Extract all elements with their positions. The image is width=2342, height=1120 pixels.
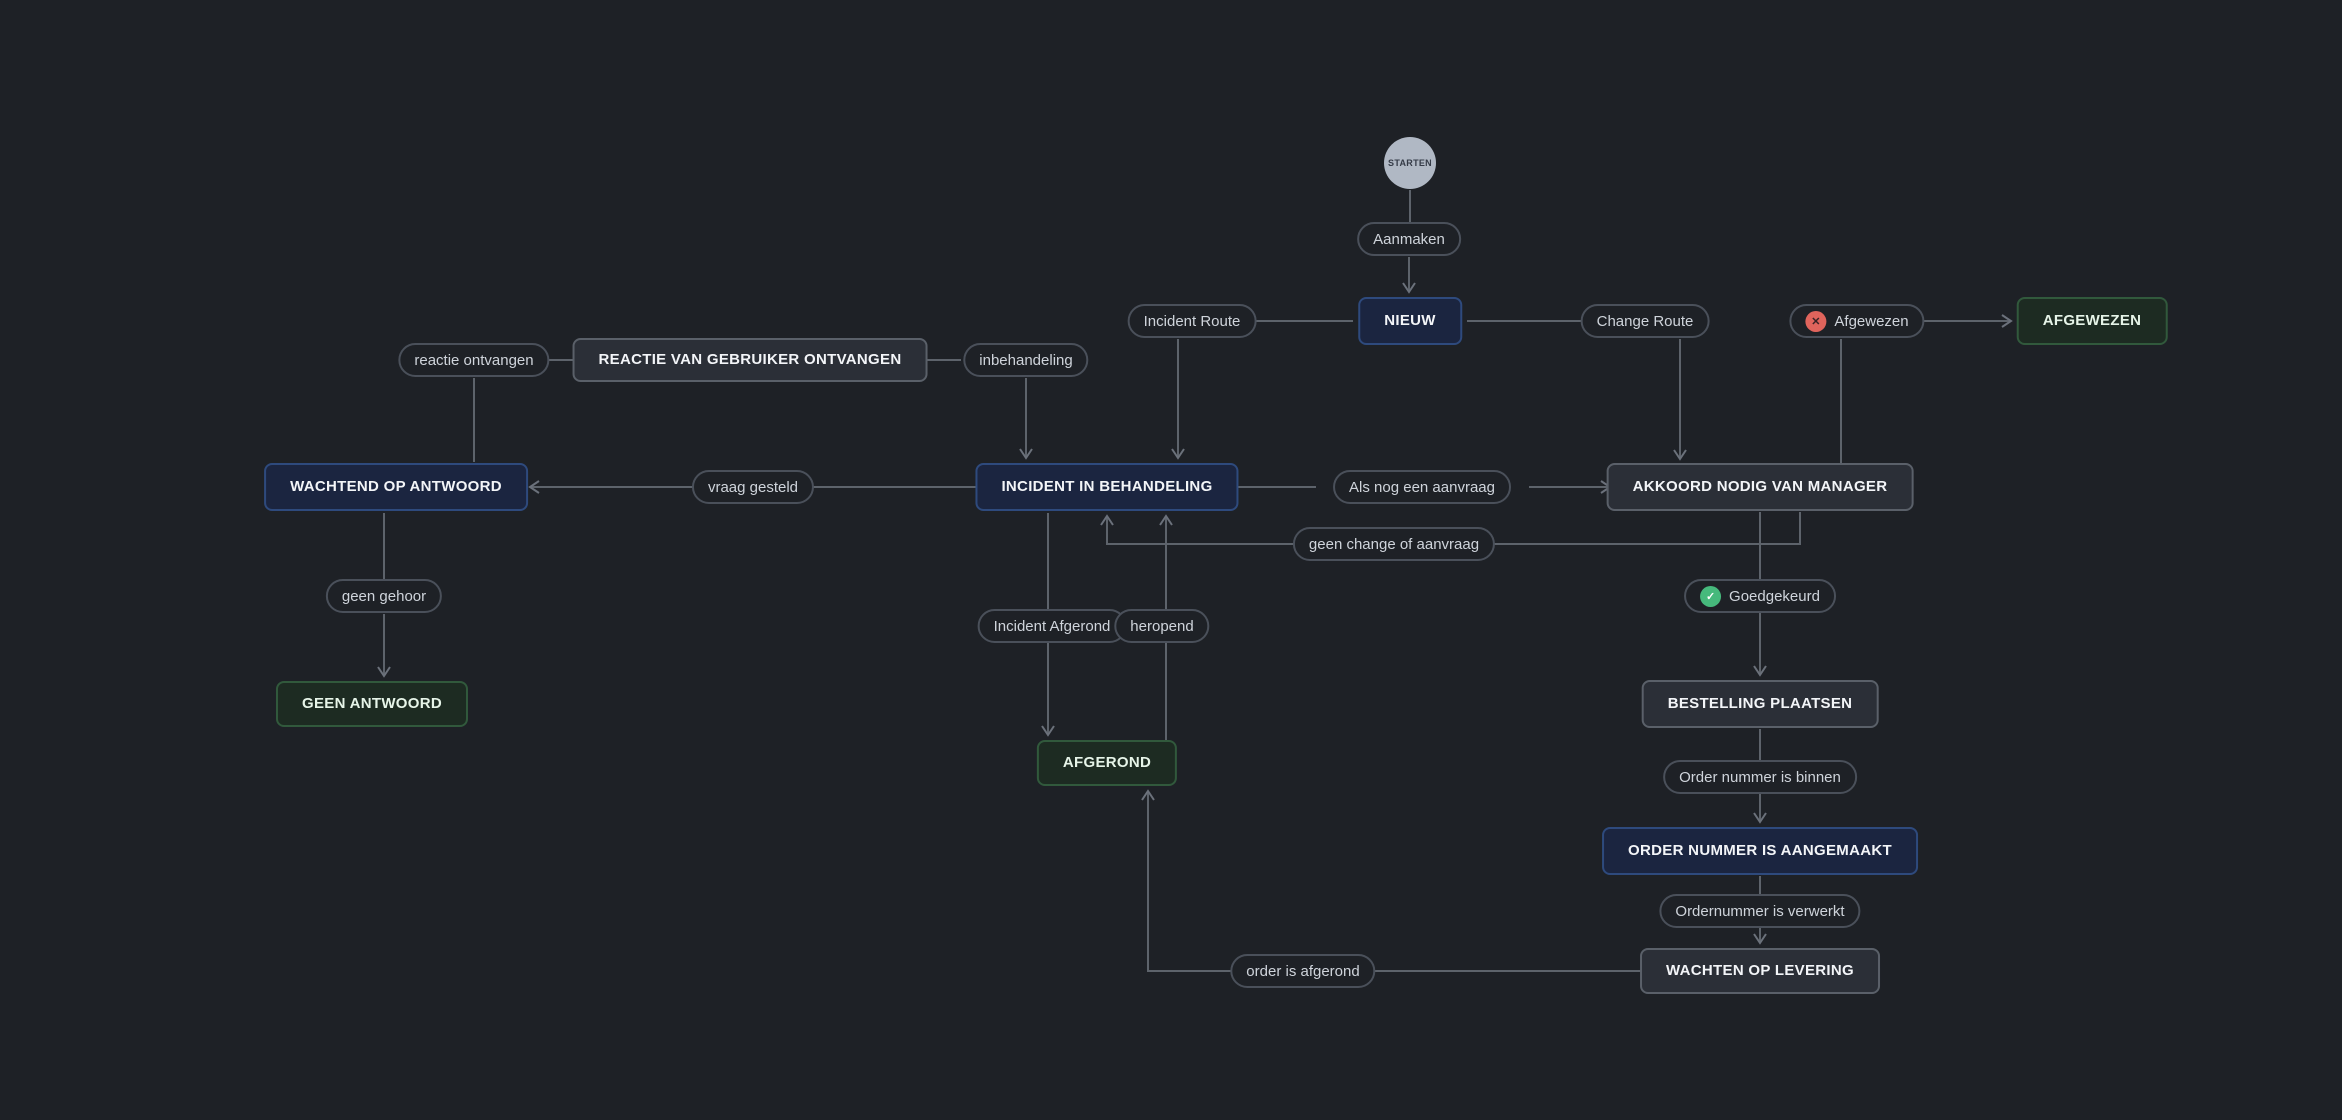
rejected-icon: ✕: [1805, 310, 1827, 332]
state-wachten-op-levering[interactable]: WACHTEN OP LEVERING: [1640, 948, 1880, 994]
transition-label: order is afgerond: [1246, 962, 1360, 980]
transition-inbehandeling[interactable]: inbehandeling: [963, 343, 1089, 377]
start-node[interactable]: STARTEN: [1384, 137, 1436, 189]
transition-change-route[interactable]: Change Route: [1580, 304, 1710, 338]
transition-goedgekeurd[interactable]: ✓ Goedgekeurd: [1684, 579, 1836, 613]
state-afgerond[interactable]: AFGEROND: [1036, 740, 1178, 786]
transition-label: Incident Route: [1143, 312, 1241, 330]
transition-label: Ordernummer is verwerkt: [1675, 902, 1845, 920]
transition-incident-afgerond[interactable]: Incident Afgerond: [977, 609, 1127, 643]
transition-geen-change-of-aanvraag[interactable]: geen change of aanvraag: [1292, 527, 1496, 561]
transition-label: Goedgekeurd: [1729, 587, 1820, 605]
state-bestelling-plaatsen[interactable]: BESTELLING PLAATSEN: [1641, 680, 1879, 728]
transition-aanmaken[interactable]: Aanmaken: [1357, 222, 1461, 256]
transition-label: Change Route: [1596, 312, 1694, 330]
transition-als-nog-een-aanvraag[interactable]: Als nog een aanvraag: [1333, 470, 1511, 504]
transition-label: Order nummer is binnen: [1679, 768, 1841, 786]
state-reactie-van-gebruiker-ontvangen[interactable]: REACTIE VAN GEBRUIKER ONTVANGEN: [572, 338, 928, 382]
state-order-nummer-is-aangemaakt[interactable]: ORDER NUMMER IS AANGEMAAKT: [1602, 827, 1918, 875]
transition-order-is-afgerond[interactable]: order is afgerond: [1230, 954, 1376, 988]
transition-label: Aanmaken: [1373, 230, 1445, 248]
transition-label: geen change of aanvraag: [1308, 535, 1480, 553]
transition-incident-route[interactable]: Incident Route: [1127, 304, 1257, 338]
state-geen-antwoord[interactable]: GEEN ANTWOORD: [275, 681, 469, 727]
transition-label: Als nog een aanvraag: [1349, 478, 1495, 496]
transition-label: vraag gesteld: [707, 478, 799, 496]
transition-ordernummer-is-verwerkt[interactable]: Ordernummer is verwerkt: [1659, 894, 1861, 928]
transition-order-nummer-is-binnen[interactable]: Order nummer is binnen: [1663, 760, 1857, 794]
transition-reactie-ontvangen[interactable]: reactie ontvangen: [398, 343, 550, 377]
transition-geen-gehoor[interactable]: geen gehoor: [325, 579, 443, 613]
state-wachtend-op-antwoord[interactable]: WACHTEND OP ANTWOORD: [264, 463, 528, 511]
transition-label: heropend: [1130, 617, 1194, 635]
state-incident-in-behandeling[interactable]: INCIDENT IN BEHANDELING: [975, 463, 1239, 511]
transition-label: Afgewezen: [1834, 312, 1909, 330]
transition-label: Incident Afgerond: [993, 617, 1111, 635]
state-afgewezen[interactable]: AFGEWEZEN: [2016, 297, 2168, 345]
transition-label: reactie ontvangen: [414, 351, 534, 369]
transition-afgewezen[interactable]: ✕ Afgewezen: [1789, 304, 1925, 338]
transition-label: geen gehoor: [341, 587, 427, 605]
state-nieuw[interactable]: NIEUW: [1358, 297, 1462, 345]
transition-vraag-gesteld[interactable]: vraag gesteld: [691, 470, 815, 504]
transition-label: inbehandeling: [979, 351, 1073, 369]
transition-heropend[interactable]: heropend: [1114, 609, 1210, 643]
state-akkoord-nodig-van-manager[interactable]: AKKOORD NODIG VAN MANAGER: [1606, 463, 1914, 511]
connector: [1141, 789, 1647, 972]
approved-icon: ✓: [1700, 585, 1722, 607]
